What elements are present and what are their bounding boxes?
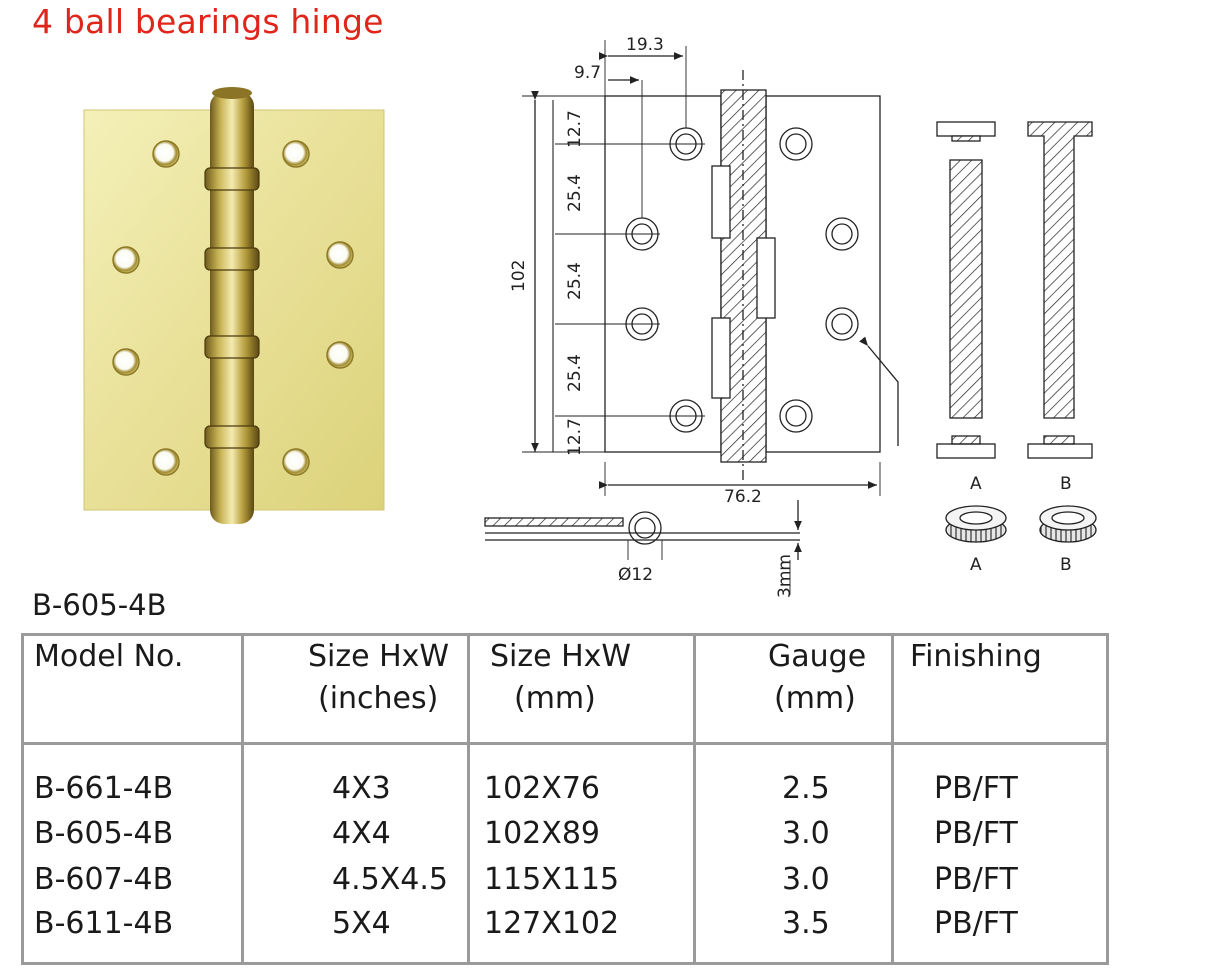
cell-mm: 102X76 [484, 771, 600, 806]
cell-inches: 4X3 [332, 771, 391, 806]
cell-gauge: 2.5 [782, 771, 830, 806]
cell-model: B-607-4B [34, 862, 174, 897]
cell-mm: 127X102 [484, 906, 620, 941]
cell-finish: PB/FT [934, 771, 1018, 806]
ring-b-label: B [1060, 555, 1072, 575]
dim-25-4-a: 25.4 [565, 174, 585, 212]
cell-gauge: 3.5 [782, 906, 830, 941]
dim-19-3: 19.3 [626, 35, 664, 55]
column-divider [467, 636, 470, 962]
cell-mm: 102X89 [484, 816, 600, 851]
dim-3mm: 3mm [775, 554, 795, 598]
dimension-labels: 19.3 9.7 12.7 25.4 25.4 25.4 12.7 102 76… [509, 35, 1072, 598]
dim-102: 102 [509, 260, 529, 292]
cell-inches: 4.5X4.5 [332, 862, 448, 897]
cell-model: B-661-4B [34, 771, 174, 806]
header-gauge-unit: (mm) [774, 681, 856, 716]
technical-drawing [484, 40, 1097, 595]
cell-inches: 4X4 [332, 816, 391, 851]
pin-b-label: B [1060, 474, 1072, 494]
dim-9-7: 9.7 [574, 63, 601, 83]
header-finishing: Finishing [910, 639, 1042, 674]
header-model: Model No. [34, 639, 184, 674]
dim-76-2: 76.2 [724, 487, 762, 507]
header-size-mm-unit: (mm) [514, 681, 596, 716]
header-gauge: Gauge [768, 639, 867, 674]
dim-25-4-c: 25.4 [565, 354, 585, 392]
header-size-inches-unit: (inches) [318, 681, 439, 716]
cell-finish: PB/FT [934, 862, 1018, 897]
dim-12-7-bottom: 12.7 [565, 418, 585, 456]
cell-inches: 5X4 [332, 906, 391, 941]
cell-mm: 115X115 [484, 862, 620, 897]
dim-12-7-top: 12.7 [565, 110, 585, 148]
column-divider [241, 636, 244, 962]
cell-gauge: 3.0 [782, 816, 830, 851]
dim-25-4-b: 25.4 [565, 262, 585, 300]
hinge-photo [83, 87, 385, 524]
header-divider [24, 742, 1106, 745]
hinge-figure: 19.3 9.7 12.7 25.4 25.4 25.4 12.7 102 76… [83, 35, 1097, 598]
dim-diameter-12: Ø12 [618, 565, 653, 585]
page-title: 4 ball bearings hinge [32, 2, 384, 41]
pin-a-label: A [970, 474, 982, 494]
column-divider [891, 636, 894, 962]
cell-model: B-611-4B [34, 906, 174, 941]
header-size-mm: Size HxW [490, 639, 632, 674]
ring-a-label: A [970, 555, 982, 575]
column-divider [693, 636, 696, 962]
spec-table: Model No. Size HxW (inches) Size HxW (mm… [21, 633, 1109, 965]
cell-gauge: 3.0 [782, 862, 830, 897]
cell-finish: PB/FT [934, 906, 1018, 941]
model-heading: B-605-4B [32, 588, 167, 622]
cell-model: B-605-4B [34, 816, 174, 851]
header-size-inches: Size HxW [308, 639, 450, 674]
cell-finish: PB/FT [934, 816, 1018, 851]
